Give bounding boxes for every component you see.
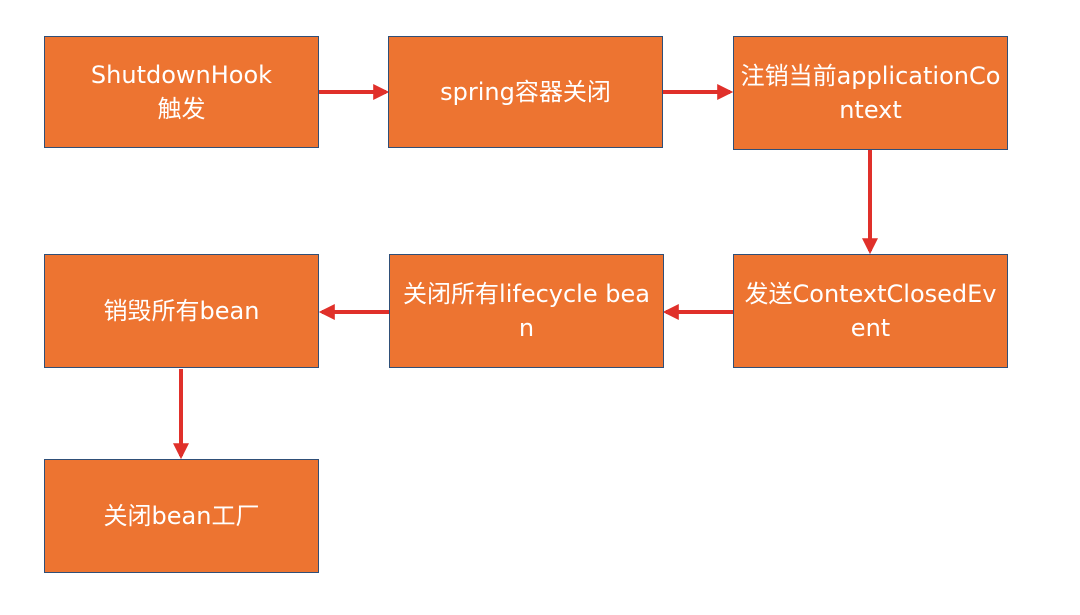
node-unregister-context: 注销当前applicationContext [733, 36, 1008, 150]
node-spring-close-label: spring容器关闭 [440, 78, 611, 106]
node-close-factory-label: 关闭bean工厂 [103, 502, 260, 530]
node-destroy-beans-label: 销毁所有bean [103, 297, 260, 325]
node-publish-event-label: 发送ContextClosedEvent [744, 280, 997, 342]
node-close-factory: 关闭bean工厂 [44, 459, 319, 573]
node-destroy-beans: 销毁所有bean [44, 254, 319, 368]
node-publish-event: 发送ContextClosedEvent [733, 254, 1008, 368]
node-unregister-context-label: 注销当前applicationContext [740, 62, 1001, 124]
node-shutdown-hook-label: ShutdownHook触发 [90, 61, 273, 123]
node-close-lifecycle: 关闭所有lifecycle bean [389, 254, 664, 368]
node-close-lifecycle-label: 关闭所有lifecycle bean [403, 280, 650, 342]
node-shutdown-hook: ShutdownHook触发 [44, 36, 319, 148]
node-spring-close: spring容器关闭 [388, 36, 663, 148]
